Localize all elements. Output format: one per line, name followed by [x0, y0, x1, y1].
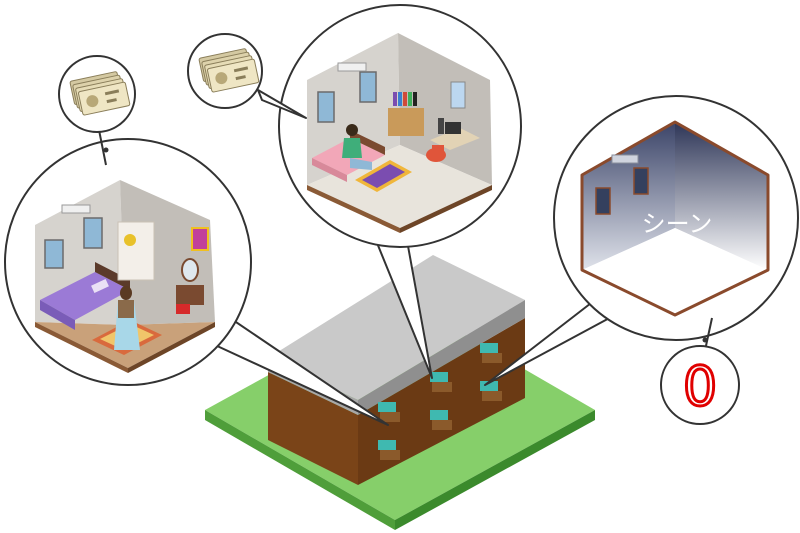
- bedroom-room-icon: [35, 180, 215, 373]
- yen-banknotes-icon: [69, 71, 131, 116]
- balcony: [432, 420, 452, 430]
- scene-label: シーン: [642, 210, 713, 238]
- bubble-bedroom: [4, 138, 252, 386]
- seven-segment-display-icon: 0: [681, 354, 718, 420]
- small-bubble-dot: [103, 147, 109, 153]
- bubble-counter-circle: [660, 345, 740, 425]
- balcony: [482, 391, 502, 401]
- balcony: [380, 412, 400, 422]
- small-bubble-pointer: [257, 89, 307, 119]
- balcony: [432, 382, 452, 392]
- bubble-studyroom: [278, 4, 522, 248]
- building-roof-edge-right: [358, 300, 525, 415]
- window: [480, 343, 498, 353]
- balcony: [482, 353, 502, 363]
- bubble-emptyroom: シーン: [553, 95, 799, 341]
- window: [378, 440, 396, 450]
- building-group: [205, 255, 595, 530]
- window: [430, 410, 448, 420]
- building-roof: [268, 255, 525, 400]
- bubble-rent-left: [58, 55, 136, 166]
- window: [378, 402, 396, 412]
- studyroom-room-icon: [307, 33, 492, 233]
- small-bubble-dot: [702, 337, 708, 343]
- building-left-wall: [268, 372, 358, 485]
- bubble-rent-center: [187, 33, 307, 119]
- yen-banknotes-icon: [198, 48, 260, 93]
- ground-right-side: [395, 410, 595, 530]
- balcony: [380, 450, 400, 460]
- ground-left-side: [205, 410, 395, 530]
- bubble-counter: 0: [660, 317, 740, 425]
- counter-value: 0: [683, 355, 717, 418]
- window: [480, 381, 498, 391]
- building-windows: [378, 343, 502, 460]
- emptyroom-room-icon: [580, 120, 770, 317]
- window: [430, 372, 448, 382]
